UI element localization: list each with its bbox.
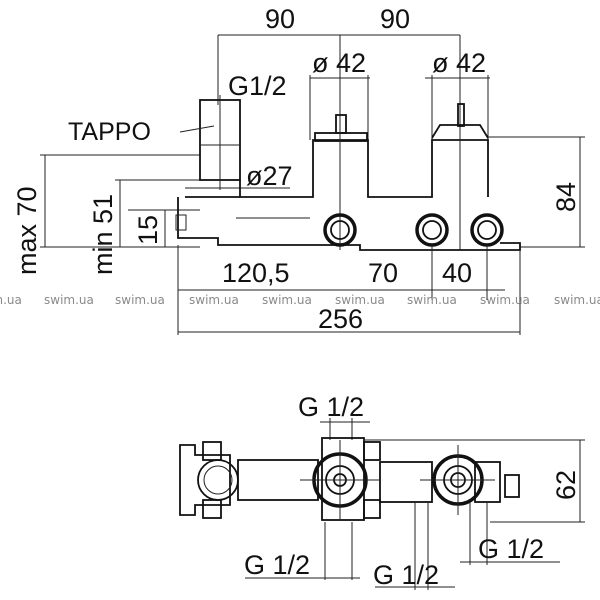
dim-offset-40: 40 — [442, 258, 472, 288]
dim-width: 62 — [551, 470, 581, 500]
watermark: swim.ua — [189, 293, 239, 307]
watermark: swim.ua — [262, 293, 312, 307]
watermark: swim.ua — [115, 293, 165, 307]
dim-thread-bottom-left: G 1/2 — [244, 550, 310, 580]
cap-label: TAPPO — [68, 118, 151, 146]
dim-spacing-left: 90 — [265, 4, 295, 34]
watermark: swim.ua — [480, 293, 530, 307]
watermark: swim.ua — [44, 293, 94, 307]
dim-offset-120: 120,5 — [222, 258, 290, 288]
dim-height: 84 — [551, 182, 581, 212]
side-view — [40, 34, 585, 335]
dim-thread: G1/2 — [228, 71, 287, 101]
watermark: swim.ua — [335, 293, 385, 307]
inlet-circles — [323, 213, 504, 247]
dim-diameter-right: ø 42 — [432, 48, 486, 78]
dim-offset-70: 70 — [368, 258, 398, 288]
watermarks: swim.ua swim.ua swim.ua swim.ua swim.ua … — [0, 293, 600, 307]
dim-cap-diameter: ø27 — [246, 161, 293, 191]
watermark: swim.ua — [554, 293, 600, 307]
dim-total-length: 256 — [318, 304, 363, 334]
watermark: swim.ua — [0, 293, 22, 307]
dim-thread-bottom-right: G 1/2 — [478, 534, 544, 564]
dim-max-depth: max 70 — [12, 186, 42, 275]
dim-inlet-offset: 15 — [133, 215, 163, 245]
dim-thread-bottom-mid: G 1/2 — [373, 560, 439, 590]
dim-spacing-right: 90 — [380, 4, 410, 34]
dim-min-depth: min 51 — [88, 194, 118, 275]
dim-diameter-left: ø 42 — [312, 48, 366, 78]
dim-thread-top: G 1/2 — [298, 392, 364, 422]
watermark: swim.ua — [407, 293, 457, 307]
top-view — [179, 418, 585, 590]
